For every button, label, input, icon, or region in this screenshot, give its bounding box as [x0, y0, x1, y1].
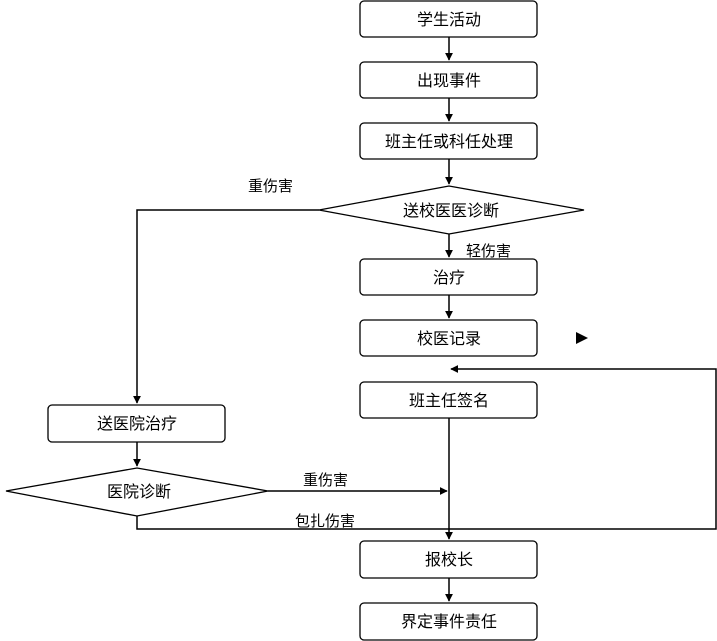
node-send-hospital: [47, 404, 226, 443]
edge-label-bandage: 包扎伤害: [295, 512, 355, 530]
node-define-responsibility-label: 界定事件责任: [401, 612, 497, 631]
edge-label-minor: 轻伤害: [466, 242, 511, 260]
node-student-activity-label: 学生活动: [417, 10, 481, 29]
node-treatment: [359, 258, 538, 296]
node-incident-label: 出现事件: [417, 71, 481, 90]
edge-label-severe-2: 重伤害: [303, 471, 348, 489]
arrow-diag-to-hospital: [133, 209, 319, 404]
node-teacher-handle: [359, 122, 538, 160]
node-send-hospital-label: 送医院治疗: [97, 414, 177, 433]
node-hospital-diag: [5, 467, 269, 517]
node-school-doctor-record-label: 校医记录: [417, 329, 481, 348]
edge-label-severe-1: 重伤害: [248, 177, 293, 195]
node-school-doctor-record: [359, 319, 538, 357]
node-treatment-label: 治疗: [433, 268, 465, 287]
node-report-principal: [359, 540, 538, 579]
stray-arrowhead-icon: [576, 332, 588, 344]
node-incident: [359, 61, 538, 99]
node-school-doctor-diag: [318, 185, 585, 235]
node-teacher-sign-label: 班主任签名: [409, 391, 489, 410]
arrow-bandage-loop: [136, 365, 717, 530]
node-student-activity: [359, 0, 538, 38]
node-define-responsibility: [359, 602, 538, 641]
node-teacher-sign: [359, 381, 538, 419]
node-hospital-diag-label: 医院诊断: [107, 482, 171, 501]
node-teacher-handle-label: 班主任或科任处理: [385, 132, 513, 151]
node-school-doctor-diag-label: 送校医医诊断: [403, 201, 499, 220]
node-report-principal-label: 报校长: [425, 550, 473, 569]
